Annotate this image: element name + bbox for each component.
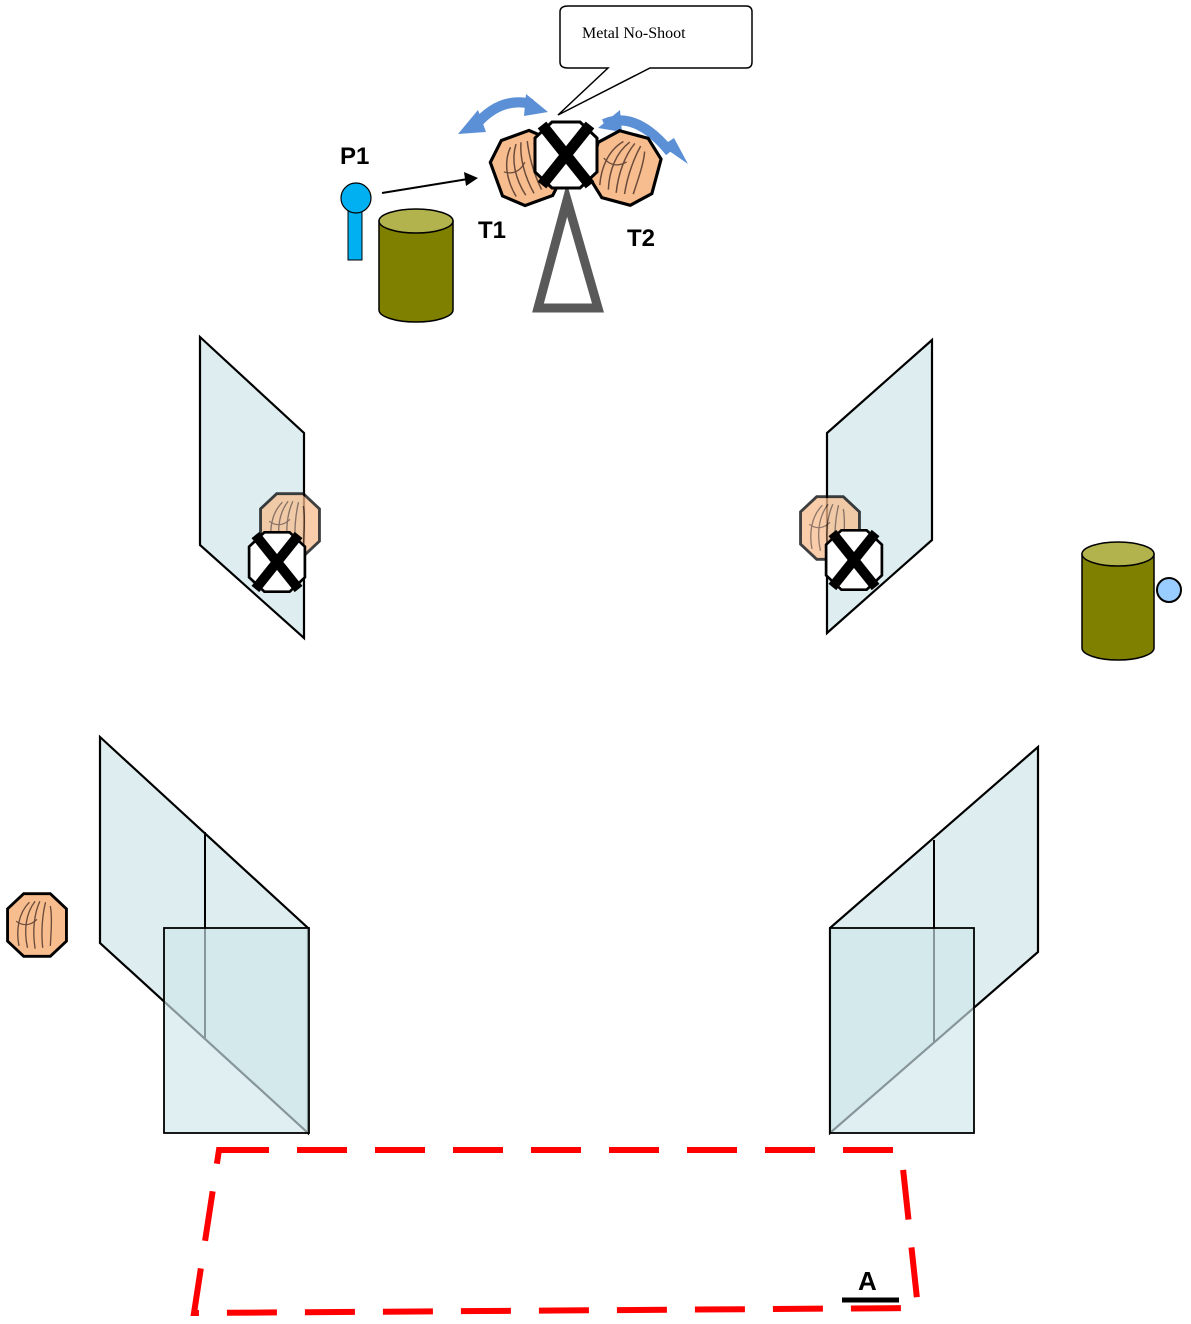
paper-target-icon bbox=[6, 892, 68, 958]
left-lower-walls bbox=[98, 734, 310, 1136]
p1-popper bbox=[340, 172, 478, 261]
barrel-icon bbox=[378, 208, 454, 323]
right-lower-walls bbox=[828, 744, 1040, 1136]
start-area-box bbox=[190, 1147, 922, 1317]
t1-label: T1 bbox=[478, 217, 506, 244]
no-shoot-icon bbox=[535, 122, 597, 188]
callout-text: Metal No-Shoot bbox=[582, 25, 686, 42]
popper-icon bbox=[340, 182, 372, 261]
p1-label: P1 bbox=[340, 143, 369, 170]
start-area-label: A bbox=[858, 1266, 877, 1296]
no-shoot-icon bbox=[249, 532, 305, 591]
callout-metal-no-shoot: Metal No-Shoot bbox=[557, 5, 753, 116]
no-shoot-icon bbox=[826, 530, 882, 589]
swinger-icon bbox=[458, 94, 688, 313]
barrel-icon bbox=[1081, 541, 1155, 661]
t2-label: T2 bbox=[627, 225, 655, 252]
popper-icon bbox=[1156, 577, 1182, 603]
metal-no-shoot bbox=[535, 122, 597, 188]
